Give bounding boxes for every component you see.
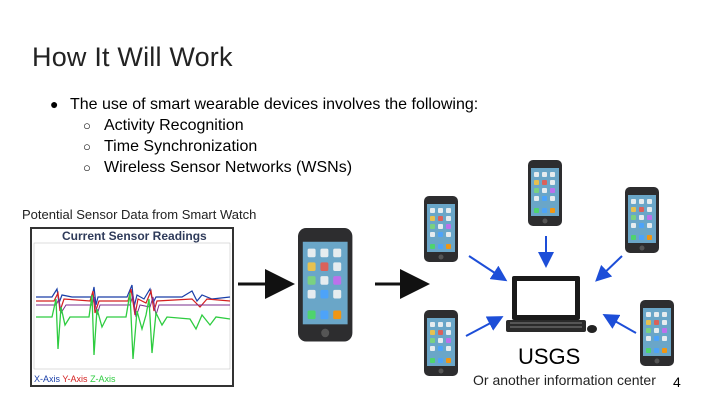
legend-z-label: Z-Axis [90,374,116,384]
phone-icon [640,300,674,366]
legend-x-label: X-Axis [34,374,61,384]
sensor-panel-title: Current Sensor Readings [62,229,207,243]
bullet-dot-icon: ● [50,96,59,112]
bullet-text: The use of smart wearable devices involv… [70,96,479,113]
phone-icon [424,196,458,262]
sensor-caption: Potential Sensor Data from Smart Watch [22,207,257,222]
sub-bullet-text: Wireless Sensor Networks (WSNs) [104,159,353,176]
z-axis-trace [36,292,231,360]
sub-bullet-icon: ○ [83,139,91,154]
slide-title: How It Will Work [32,42,233,72]
info-center-label: Or another information center [473,372,656,388]
arrow-icon [602,314,637,334]
arrow-icon [468,255,508,282]
sensor-readings-panel: Current Sensor Readings X-Axis Y-Axis Z-… [30,227,234,387]
sub-bullet-item: ○ Activity Recognition [50,115,478,136]
sensor-plot [33,242,231,370]
sub-bullet-icon: ○ [83,160,91,175]
sub-bullet-item: ○ Wireless Sensor Networks (WSNs) [50,157,478,178]
page-number: 4 [673,374,681,390]
sub-bullet-item: ○ Time Synchronization [50,136,478,157]
bullet-item: ● The use of smart wearable devices invo… [50,94,478,115]
phone-icon [625,187,659,253]
sub-bullet-text: Activity Recognition [104,117,244,134]
usgs-label: USGS [518,344,581,369]
laptop-icon [506,276,586,332]
bullet-list: ● The use of smart wearable devices invo… [50,94,478,178]
sub-bullet-icon: ○ [83,118,91,133]
phone-icon [424,310,458,376]
phone-icon [528,160,562,226]
arrow-icon [595,255,623,282]
sub-bullet-text: Time Synchronization [104,138,258,155]
phone-icon [298,228,353,342]
arrow-icon [465,316,504,337]
legend-y-label: Y-Axis [62,374,88,384]
mouse-icon [587,325,597,333]
axis-legend: X-Axis Y-Axis Z-Axis [34,374,116,384]
